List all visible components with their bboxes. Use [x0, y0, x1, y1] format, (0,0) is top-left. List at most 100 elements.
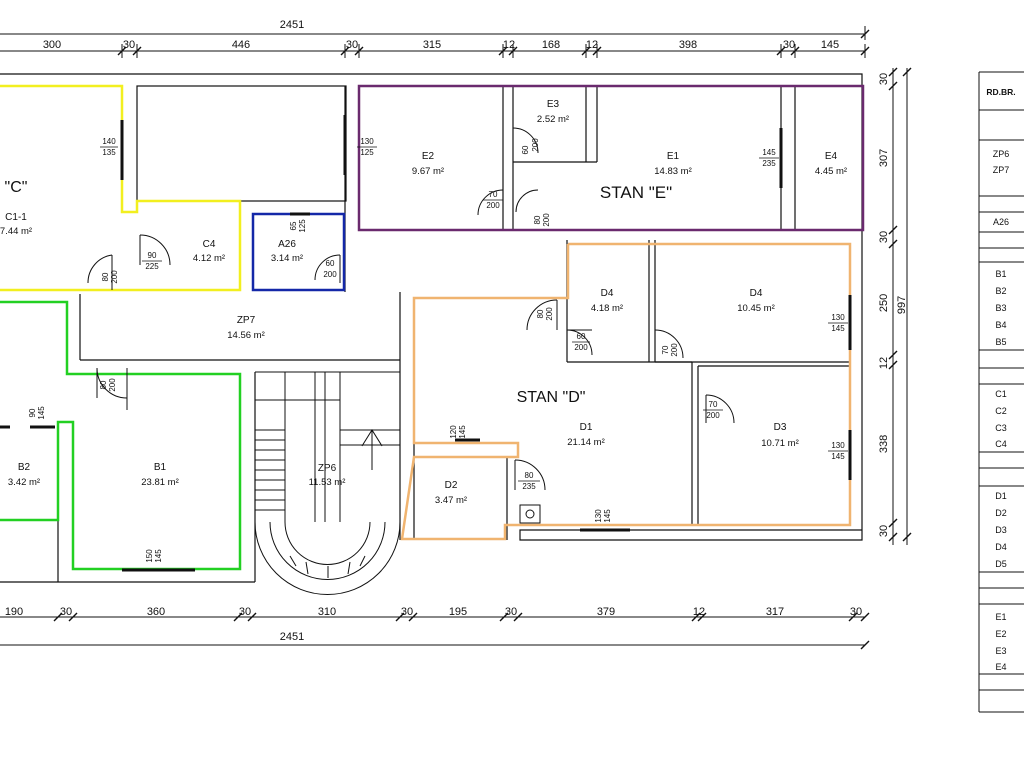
opening-o20-h: 235	[522, 482, 536, 491]
room-zp6-area: 11.53 m²	[309, 477, 346, 488]
opening-o9-h: 200	[110, 270, 119, 284]
top-dim-t3: 446	[232, 39, 250, 51]
right-dim-r7: 30	[878, 525, 890, 537]
opening-labels	[100, 146, 848, 482]
top-dim-t5: 315	[423, 39, 441, 51]
bottom-dim-b5: 310	[318, 606, 336, 618]
room-b2-name: B2	[18, 462, 31, 473]
opening-o5-w: 70	[489, 190, 498, 199]
room-table-cell: A26	[993, 217, 1009, 227]
room-d2-area: 3.47 m²	[435, 495, 467, 506]
top-dim-t9: 398	[679, 39, 697, 51]
bottom-dim-b12: 30	[850, 606, 862, 618]
opening-o15-w: 80	[99, 380, 108, 389]
right-dim-r5: 12	[878, 357, 890, 369]
top-dim-t6: 12	[503, 39, 515, 51]
door-swings	[0, 115, 852, 572]
room-d3-name: D3	[774, 422, 787, 433]
room-e2-area: 9.67 m²	[412, 166, 444, 177]
room-table-cell: ZP7	[993, 165, 1010, 175]
room-table-cell: D4	[995, 542, 1007, 552]
opening-o14-h: 145	[831, 324, 845, 333]
room-e2-name: E2	[422, 151, 435, 162]
apartment-e-outline	[357, 84, 865, 232]
bottom-dimension-chain	[0, 612, 870, 650]
bottom-dim-b3: 360	[147, 606, 165, 618]
opening-o2-h: 125	[360, 148, 374, 157]
staircase	[254, 371, 401, 595]
top-dim-t1: 300	[43, 39, 61, 51]
bottom-dim-b11: 317	[766, 606, 784, 618]
room-table-cell: D5	[995, 559, 1007, 569]
opening-o18-w: 70	[709, 400, 718, 409]
room-table-cell: C3	[995, 423, 1007, 433]
opening-o3-h: 200	[531, 138, 540, 152]
opening-o10-w: 60	[326, 259, 335, 268]
bottom-dim-b7: 195	[449, 606, 467, 618]
opening-o7-w: 65	[289, 221, 298, 230]
opening-o16-w: 90	[28, 408, 37, 417]
opening-o1-w: 140	[102, 137, 116, 146]
room-d2-name: D2	[445, 480, 458, 491]
opening-o8-h: 225	[145, 262, 159, 271]
room-e3-area: 2.52 m²	[537, 114, 569, 125]
apartment-c-label: "C"	[5, 179, 28, 196]
opening-o11-w: 80	[536, 309, 545, 318]
opening-o22-w: 150	[145, 549, 154, 563]
room-e1-area: 14.83 m²	[654, 166, 692, 177]
top-dim-t8: 12	[586, 39, 598, 51]
top-dim-t4: 30	[346, 39, 358, 51]
room-table-cell: E1	[995, 612, 1006, 622]
room-d4-large-name: D4	[750, 288, 763, 299]
opening-o3-w: 60	[521, 145, 530, 154]
room-table-cell: E2	[995, 629, 1006, 639]
room-b1-name: B1	[154, 462, 167, 473]
opening-o11-h: 200	[545, 307, 554, 321]
opening-o1-h: 135	[102, 148, 116, 157]
top-dim-t7: 168	[542, 39, 560, 51]
opening-o10-h: 200	[323, 270, 337, 279]
room-table-cell: E3	[995, 646, 1006, 656]
bottom-dim-b8: 30	[505, 606, 517, 618]
room-table-cell: C1	[995, 389, 1007, 399]
room-d1-name: D1	[580, 422, 593, 433]
bottom-total-dimension: 2451	[280, 631, 304, 643]
opening-o6-h: 200	[542, 213, 551, 227]
room-table-grid	[978, 71, 1024, 713]
top-dimension-chain	[0, 26, 870, 58]
opening-o13-h: 200	[670, 343, 679, 357]
opening-o5-h: 200	[486, 201, 500, 210]
room-table-cell: D1	[995, 491, 1007, 501]
right-dim-r2: 307	[878, 149, 890, 167]
room-table-cell: E4	[995, 662, 1006, 672]
opening-o9-w: 80	[101, 272, 110, 281]
room-a26-name: A26	[278, 239, 296, 250]
room-zp7-name: ZP7	[237, 315, 256, 326]
apartment-c-outline	[0, 84, 242, 292]
opening-o16-h: 145	[37, 406, 46, 420]
room-table-cell: D3	[995, 525, 1007, 535]
apartment-b-outline	[0, 300, 242, 571]
opening-o14-w: 130	[831, 313, 845, 322]
opening-o4-h: 235	[762, 159, 776, 168]
room-e4-name: E4	[825, 151, 838, 162]
opening-o12-w: 60	[577, 332, 586, 341]
bottom-dim-b9: 379	[597, 606, 615, 618]
top-dim-t11: 145	[821, 39, 839, 51]
room-b2-area: 3.42 m²	[8, 477, 40, 488]
opening-o21-h: 145	[603, 509, 612, 523]
room-c1-1-name: C1-1	[5, 212, 27, 223]
opening-o12-h: 200	[574, 343, 588, 352]
right-dim-r1: 30	[878, 73, 890, 85]
apartment-e-label: STAN "E"	[600, 183, 672, 202]
room-zp7-area: 14.56 m²	[227, 330, 265, 341]
room-table-cell: C2	[995, 406, 1007, 416]
right-dim-r4: 250	[878, 294, 890, 312]
room-b1-area: 23.81 m²	[141, 477, 179, 488]
room-e1-name: E1	[667, 151, 680, 162]
top-dim-t10: 30	[783, 39, 795, 51]
apartment-d-label: STAN "D"	[517, 389, 586, 406]
room-table: RD.BR. ZP6 ZP7 A26 B1 B2 B3 B4 B5 C1 C2 …	[978, 71, 1024, 713]
opening-o6-w: 80	[533, 215, 542, 224]
right-dim-r3: 30	[878, 231, 890, 243]
